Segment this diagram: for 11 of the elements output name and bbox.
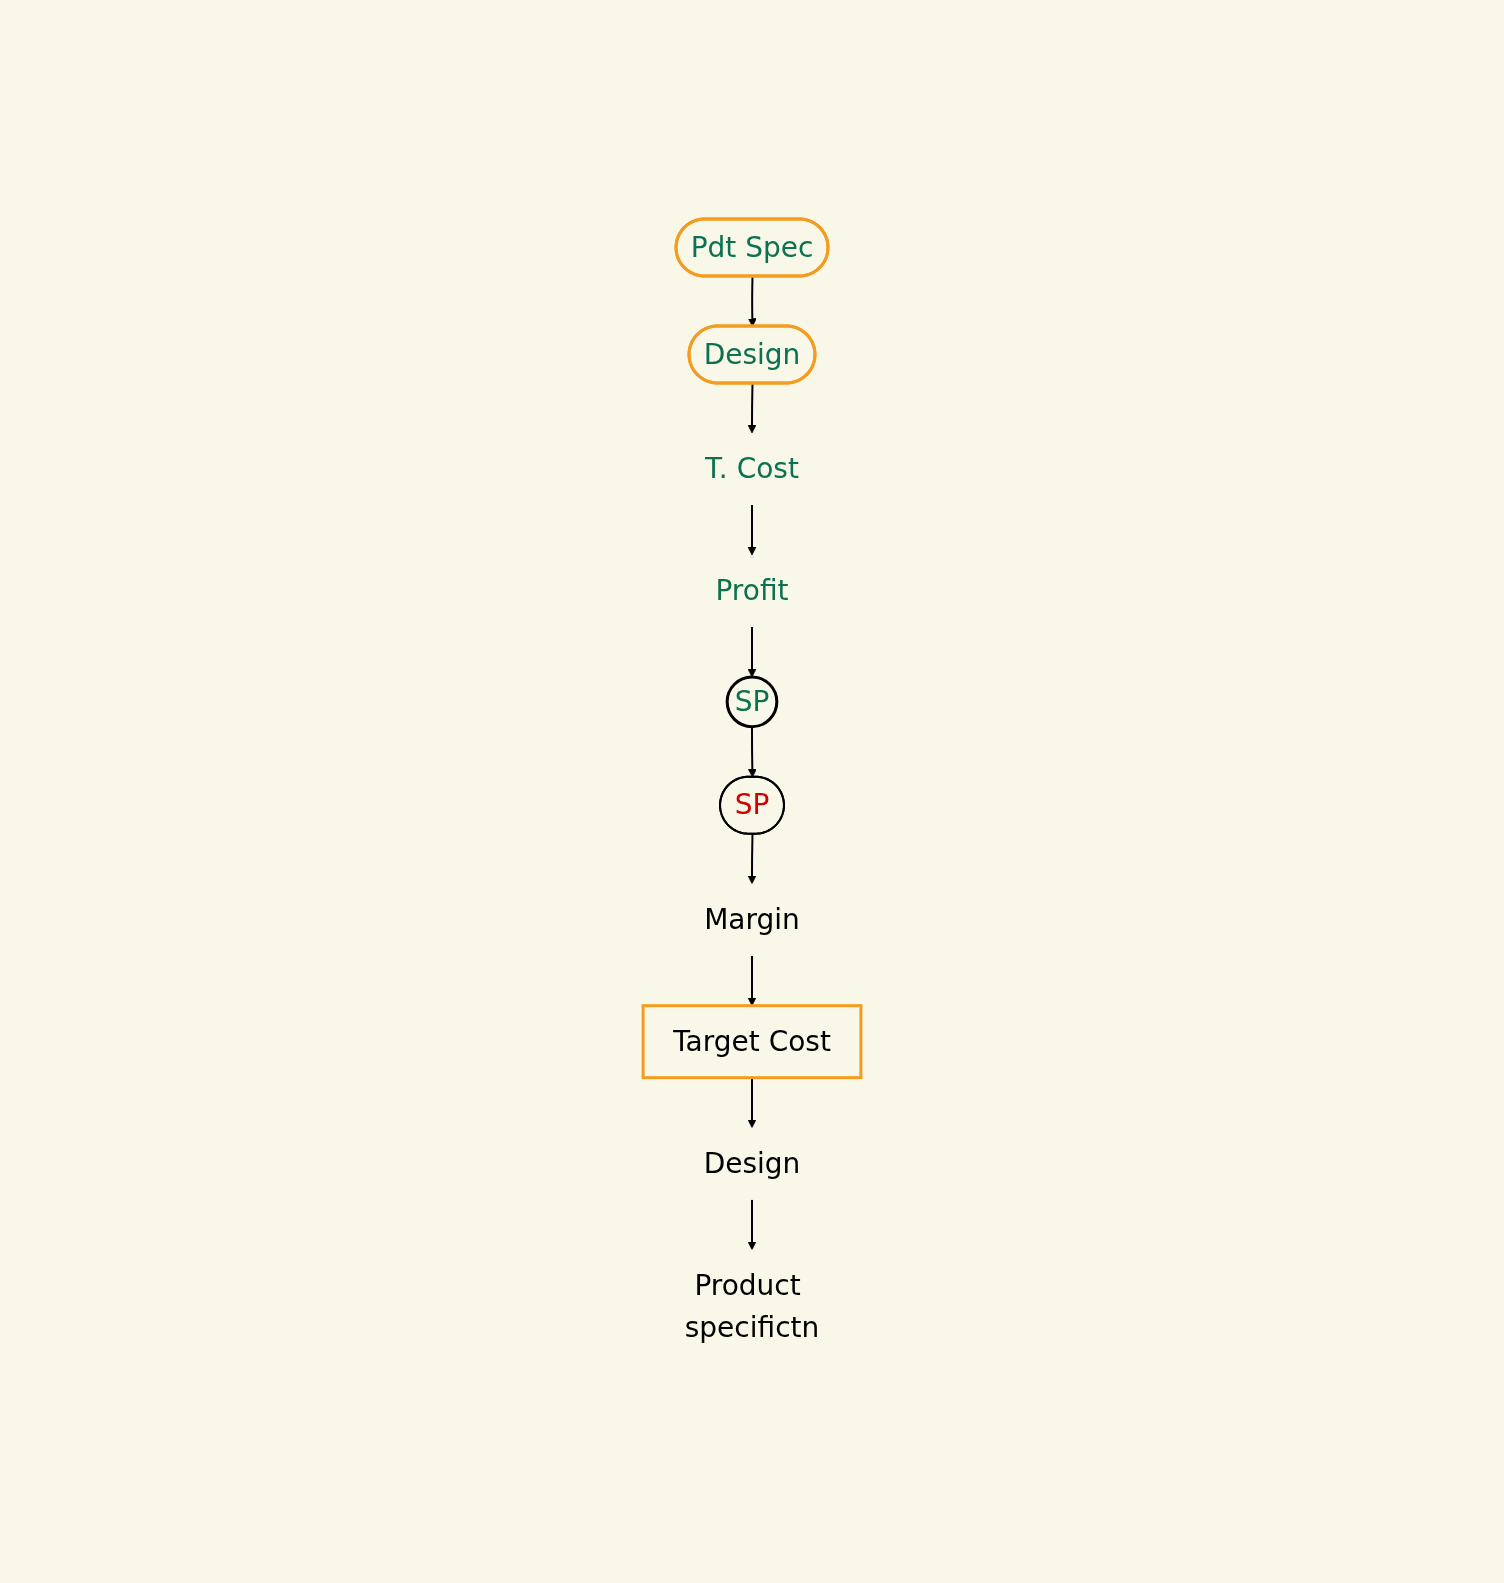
node-text: T. Cost: [705, 452, 799, 486]
node-text: Profit: [715, 574, 789, 608]
node-text: Product specifictn: [684, 1268, 820, 1344]
arrow: [747, 833, 757, 885]
arrow: [747, 1198, 757, 1251]
arrow: [747, 504, 757, 556]
node-box: Target Cost: [641, 1004, 863, 1080]
node-text: Design: [703, 1146, 801, 1180]
arrow: [747, 626, 757, 678]
node-text: Margin: [704, 902, 800, 936]
node-circle: SP: [725, 675, 779, 729]
